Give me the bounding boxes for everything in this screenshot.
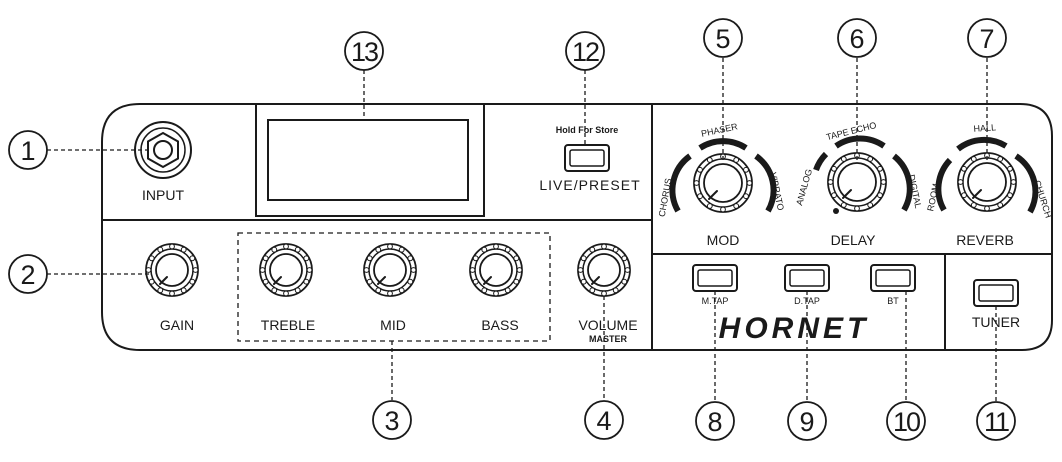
bass-label: BASS (481, 317, 518, 333)
svg-text:9: 9 (799, 407, 814, 437)
callout-6: 6 (837, 18, 877, 58)
d-tap-button[interactable] (784, 264, 830, 292)
mid-label: MID (380, 317, 406, 333)
svg-text:2: 2 (20, 260, 35, 290)
treble-label: TREBLE (261, 317, 315, 333)
callout-5: 5 (703, 18, 743, 58)
callout-4: 4 (584, 400, 624, 440)
svg-text:1: 1 (20, 136, 35, 166)
leader-lines (47, 58, 997, 402)
svg-text:3: 3 (384, 406, 399, 436)
m-tap-button[interactable] (692, 264, 738, 292)
reverb-mode-hall: HALL (973, 122, 996, 134)
delay-knob[interactable] (827, 152, 887, 212)
svg-text:12: 12 (572, 37, 599, 67)
bass-knob[interactable] (469, 243, 523, 297)
svg-text:11: 11 (984, 407, 1009, 437)
callout-7: 7 (967, 18, 1007, 58)
svg-text:4: 4 (596, 406, 611, 436)
mod-label: MOD (707, 232, 740, 248)
callout-9: 9 (787, 401, 827, 441)
mod-knob[interactable] (693, 153, 753, 213)
svg-text:13: 13 (351, 37, 378, 67)
svg-text:7: 7 (979, 24, 994, 54)
svg-text:6: 6 (849, 24, 864, 54)
brand-logo: HORNET (719, 312, 870, 345)
gain-label: GAIN (160, 317, 194, 333)
delay-selector-scale (813, 135, 913, 212)
mod-selector-scale (669, 138, 777, 213)
eq-group-box (237, 232, 551, 342)
callout-13: 13 (344, 31, 384, 71)
svg-text:5: 5 (715, 24, 730, 54)
live-preset-button[interactable] (564, 144, 610, 172)
bt-label: BT (887, 296, 899, 306)
callout-11: 11 (976, 401, 1016, 441)
volume-knob[interactable] (577, 243, 631, 297)
treble-knob[interactable] (259, 243, 313, 297)
delay-label: DELAY (831, 232, 877, 248)
input-jack[interactable] (134, 121, 192, 179)
delay-min-dot (833, 208, 839, 214)
callout-10: 10 (886, 401, 926, 441)
tuner-button[interactable] (973, 279, 1019, 307)
reverb-selector-scale (935, 136, 1039, 214)
volume-label: VOLUME (578, 317, 637, 333)
callout-2: 2 (8, 254, 48, 294)
input-label: INPUT (142, 187, 184, 203)
reverb-label: REVERB (956, 232, 1014, 248)
callout-8: 8 (695, 401, 735, 441)
mid-knob[interactable] (363, 243, 417, 297)
hold-for-store-label: Hold For Store (556, 125, 619, 135)
live-preset-label: LIVE/PRESET (539, 177, 640, 193)
display-screen (267, 119, 469, 201)
svg-text:8: 8 (707, 407, 722, 437)
panel-outline (101, 103, 1053, 351)
master-label: MASTER (589, 334, 628, 344)
svg-text:10: 10 (893, 407, 920, 437)
gain-knob[interactable] (145, 243, 199, 297)
bt-button[interactable] (870, 264, 916, 292)
reverb-knob[interactable] (957, 152, 1017, 212)
callout-3: 3 (372, 400, 412, 440)
callout-1: 1 (8, 130, 48, 170)
callout-12: 12 (565, 31, 605, 71)
